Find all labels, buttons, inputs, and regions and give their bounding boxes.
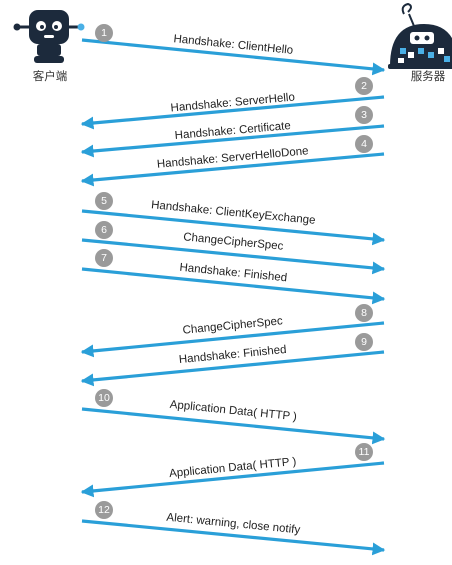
message-arrow — [81, 238, 386, 275]
step-badge — [355, 106, 373, 124]
message-label: Alert: warning, close notify — [166, 512, 301, 537]
message-arrow — [80, 461, 385, 498]
step-number: 6 — [101, 224, 107, 236]
message-arrow — [81, 209, 386, 246]
robot-icon — [13, 10, 85, 63]
step-badge — [355, 77, 373, 95]
message-arrow — [81, 519, 386, 556]
step-number: 3 — [361, 109, 367, 121]
message-arrow — [80, 321, 385, 358]
message-arrow — [80, 95, 385, 130]
server-label: 服务器 — [411, 69, 446, 83]
step-badge — [355, 443, 373, 461]
step-number: 12 — [98, 504, 110, 516]
client-label: 客户端 — [33, 69, 68, 83]
message-arrow — [80, 350, 385, 387]
message-arrow — [81, 407, 386, 445]
step-badge — [95, 192, 113, 210]
step-badge — [95, 501, 113, 519]
step-badge — [95, 249, 113, 267]
step-number: 4 — [361, 138, 367, 150]
step-badge — [355, 333, 373, 351]
message-arrow — [81, 38, 386, 76]
step-badge — [95, 24, 113, 42]
message-label: Handshake: ClientHello — [173, 33, 294, 57]
step-number: 5 — [101, 195, 107, 207]
step-badge — [95, 389, 113, 407]
step-badge — [355, 304, 373, 322]
step-number: 9 — [361, 336, 367, 348]
step-number: 2 — [361, 80, 367, 92]
message-arrow — [80, 124, 385, 158]
message-arrow — [81, 267, 386, 305]
step-badge — [355, 135, 373, 153]
message-arrow — [80, 152, 385, 187]
step-badge — [95, 221, 113, 239]
step-number: 1 — [101, 27, 107, 39]
message-label: Handshake: ClientKeyExchange — [151, 199, 316, 227]
step-number: 7 — [101, 252, 107, 264]
step-number: 11 — [359, 446, 370, 458]
dome-robot-icon — [388, 2, 452, 69]
step-number: 8 — [361, 307, 367, 319]
step-number: 10 — [98, 392, 110, 404]
